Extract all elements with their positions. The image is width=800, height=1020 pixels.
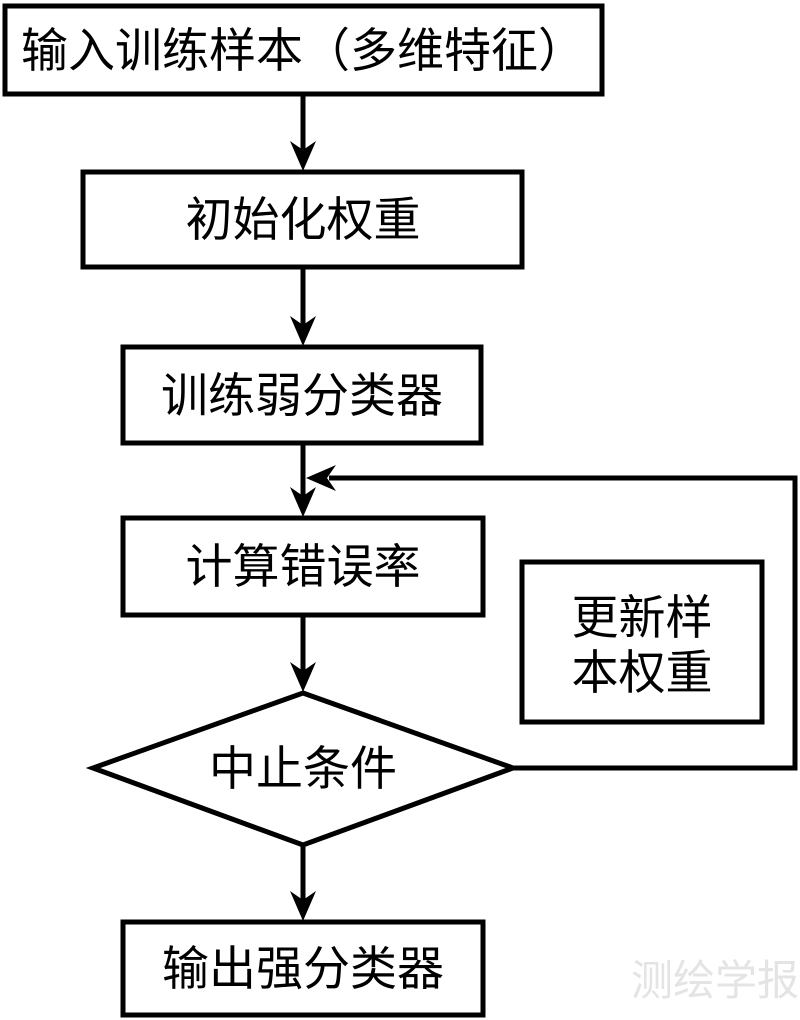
- arrowhead-down-icon: [290, 316, 316, 346]
- node-update-sample-weights-label-line2: 本权重: [572, 646, 713, 701]
- node-input-samples: 输入训练样本（多维特征）: [2, 3, 605, 97]
- watermark: 测绘学报: [631, 956, 799, 1005]
- node-output-strong-classifier: 输出强分类器: [120, 919, 486, 1018]
- node-initialize-weights-label: 初始化权重: [186, 193, 421, 248]
- node-train-weak-classifier: 训练弱分类器: [120, 344, 484, 446]
- arrowhead-down-icon: [290, 891, 316, 921]
- node-train-weak-classifier-box: [120, 344, 484, 446]
- node-compute-error-rate: 计算错误率: [120, 515, 486, 618]
- node-compute-error-rate-box: [120, 515, 486, 618]
- node-initialize-weights: 初始化权重: [80, 169, 525, 270]
- node-stop-condition-label: 中止条件: [209, 742, 397, 797]
- node-input-samples-box: [2, 3, 605, 97]
- node-update-sample-weights-box: [519, 559, 765, 725]
- arrowhead-down-icon: [290, 141, 316, 171]
- arrowhead-left-icon: [306, 465, 336, 491]
- arrowhead-down-icon: [290, 662, 316, 692]
- arrowhead-down-icon: [290, 487, 316, 517]
- node-output-strong-classifier-label: 输出强分类器: [162, 942, 444, 997]
- node-update-sample-weights: 更新样 本权重: [519, 559, 765, 725]
- node-stop-condition-diamond: [85, 690, 521, 848]
- node-update-sample-weights-label-line1: 更新样: [572, 591, 713, 646]
- nodes: 输入训练样本（多维特征） 初始化权重 训练弱分类器 计算错误率 更新样 本权重: [2, 3, 765, 1018]
- node-train-weak-classifier-label: 训练弱分类器: [161, 369, 443, 424]
- node-initialize-weights-box: [80, 169, 525, 270]
- edge-feedback-loop: [329, 475, 798, 771]
- connectors: [290, 94, 798, 921]
- node-output-strong-classifier-box: [120, 919, 486, 1018]
- node-compute-error-rate-label: 计算错误率: [186, 540, 421, 595]
- node-input-samples-label: 输入训练样本（多维特征）: [21, 24, 585, 79]
- node-stop-condition: 中止条件: [85, 690, 521, 848]
